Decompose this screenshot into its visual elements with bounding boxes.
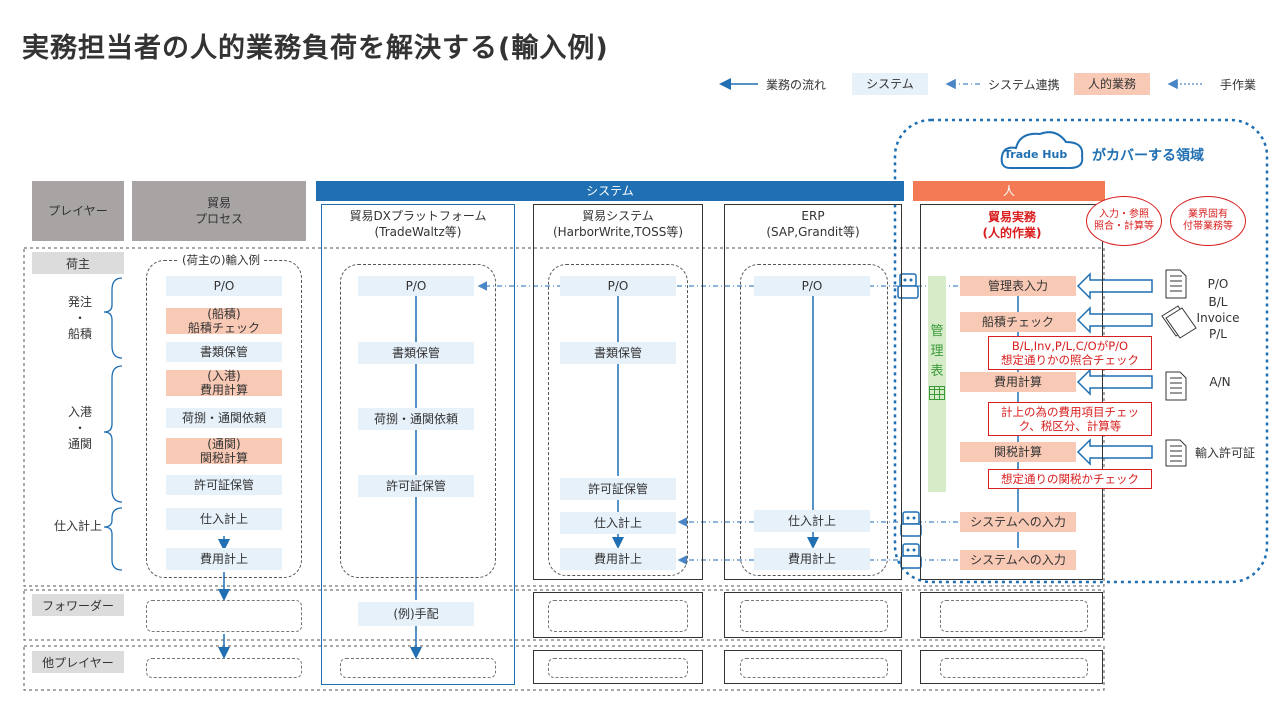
header-tradesys: 貿易システム (HarborWrite,TOSS等) xyxy=(552,209,684,239)
erp-column-frame xyxy=(724,204,902,580)
header-player: プレイヤー xyxy=(32,181,124,241)
jitsumu-column-frame xyxy=(920,204,1103,580)
process-permit-store: 許可証保管 xyxy=(166,475,282,495)
doc-import-permit: 輸入許可証 xyxy=(1194,446,1255,460)
callout-cost-check: 計上の為の費用項目チェッ ク、税区分、計算等 xyxy=(988,402,1152,436)
others-erp-frame xyxy=(724,650,902,684)
tradesys-cost-post: 費用計上 xyxy=(560,548,676,570)
legend-system: システム xyxy=(852,73,928,95)
erp-po: P/O xyxy=(754,276,870,296)
doc-po: P/O xyxy=(1207,277,1229,291)
forwarder-erp-box xyxy=(740,600,888,632)
process-group-label: (荷主の)輸入例 xyxy=(178,252,264,268)
dx-po: P/O xyxy=(358,276,474,296)
others-dx-box xyxy=(340,658,496,678)
doc-an: A/N xyxy=(1209,375,1231,389)
dx-customs-request: 荷捌・通関依頼 xyxy=(358,408,474,430)
callout-duty-check: 想定通りの関税かチェック xyxy=(988,469,1152,489)
others-tradesys-frame xyxy=(533,650,703,684)
others-process-box xyxy=(146,658,302,678)
dx-group xyxy=(340,264,496,578)
row-forwarder: フォワーダー xyxy=(32,594,124,616)
forwarder-erp-frame xyxy=(724,592,902,638)
tradesys-doc-store: 書類保管 xyxy=(560,342,676,364)
doc-bl-invoice-pl: B/L Invoice P/L xyxy=(1196,295,1240,341)
erp-cost-post: 費用計上 xyxy=(754,548,870,570)
dx-doc-store: 書類保管 xyxy=(358,342,474,364)
side-order-ship: 発注 ・ 船積 xyxy=(67,295,92,341)
header-erp: ERP (SAP,Grandit等) xyxy=(766,209,860,239)
header-jitsumu: 貿易実務 (人的作業) xyxy=(982,210,1042,240)
others-jitsumu-frame xyxy=(920,650,1103,684)
tradehub-caption: がカバーする領域 xyxy=(1092,148,1204,164)
dx-column-frame xyxy=(321,204,515,685)
header-process: 貿易 プロセス xyxy=(132,181,306,241)
tradesys-column-frame xyxy=(533,204,703,580)
process-duty-calc: (通関) 関税計算 xyxy=(166,437,282,465)
tradesys-permit-store: 許可証保管 xyxy=(560,478,676,500)
legend-flow: 業務の流れ xyxy=(766,78,827,92)
tradesys-po: P/O xyxy=(560,276,676,296)
band-human: 人 xyxy=(913,181,1105,201)
legend-human: 人的業務 xyxy=(1074,73,1150,95)
row-shipper: 荷主 xyxy=(32,252,124,274)
side-arrival-customs: 入港 ・ 通関 xyxy=(67,405,92,451)
forwarder-jitsumu-frame xyxy=(920,592,1103,638)
others-erp-box xyxy=(740,658,888,678)
process-cost-post: 費用計上 xyxy=(166,548,282,570)
forwarder-process-box xyxy=(146,600,302,632)
erp-group xyxy=(740,264,888,576)
legend-system-link: システム連携 xyxy=(988,78,1060,92)
erp-purchase: 仕入計上 xyxy=(754,510,870,532)
tradehub-logo: Trade Hub xyxy=(1004,148,1068,161)
process-po: P/O xyxy=(166,276,282,296)
tradesys-group xyxy=(548,264,688,576)
dx-arrange: (例)手配 xyxy=(358,602,474,626)
page-title: 実務担当者の人的業務負荷を解決する(輸入例) xyxy=(22,33,609,64)
side-purchase: 仕入計上 xyxy=(53,519,102,533)
forwarder-tradesys-frame xyxy=(533,592,703,638)
callout-doc-check: B/L,Inv,P/L,C/OがP/O 想定通りかの照合チェック xyxy=(988,336,1152,370)
jitsumu-sys-input-1: システムへの入力 xyxy=(960,512,1076,532)
legend-manual: 手作業 xyxy=(1220,78,1257,92)
jitsumu-mgmt-input: 管理表入力 xyxy=(960,276,1076,296)
process-doc-store: 書類保管 xyxy=(166,342,282,362)
mgmt-sheet-label: 管 理 表 xyxy=(930,324,944,379)
others-jitsumu-box xyxy=(940,658,1088,678)
others-tradesys-box xyxy=(548,658,688,678)
jitsumu-ship-check: 船積チェック xyxy=(960,312,1076,332)
process-cost-calc: (入港) 費用計算 xyxy=(166,369,282,397)
jitsumu-sys-input-2: システムへの入力 xyxy=(960,550,1076,570)
dx-permit-store: 許可証保管 xyxy=(358,475,474,497)
ellipse-input: 入力・参照 照合・計算等 xyxy=(1086,196,1162,246)
spreadsheet-icon xyxy=(929,386,945,400)
tradesys-purchase: 仕入計上 xyxy=(560,512,676,534)
mgmt-sheet-bar xyxy=(928,276,946,492)
process-customs-request: 荷捌・通関依頼 xyxy=(166,408,282,428)
header-dx: 貿易DXプラットフォーム (TradeWaltz等) xyxy=(349,209,487,239)
ellipse-industry: 業界固有 付帯業務等 xyxy=(1170,196,1246,246)
band-system: システム xyxy=(316,181,904,201)
process-ship-check: (船積) 船積チェック xyxy=(166,307,282,335)
forwarder-jitsumu-box xyxy=(940,600,1088,632)
jitsumu-duty-calc: 関税計算 xyxy=(960,442,1076,462)
row-others: 他プレイヤー xyxy=(32,651,124,673)
process-purchase: 仕入計上 xyxy=(166,508,282,530)
forwarder-tradesys-box xyxy=(548,600,688,632)
jitsumu-cost-calc: 費用計算 xyxy=(960,372,1076,392)
